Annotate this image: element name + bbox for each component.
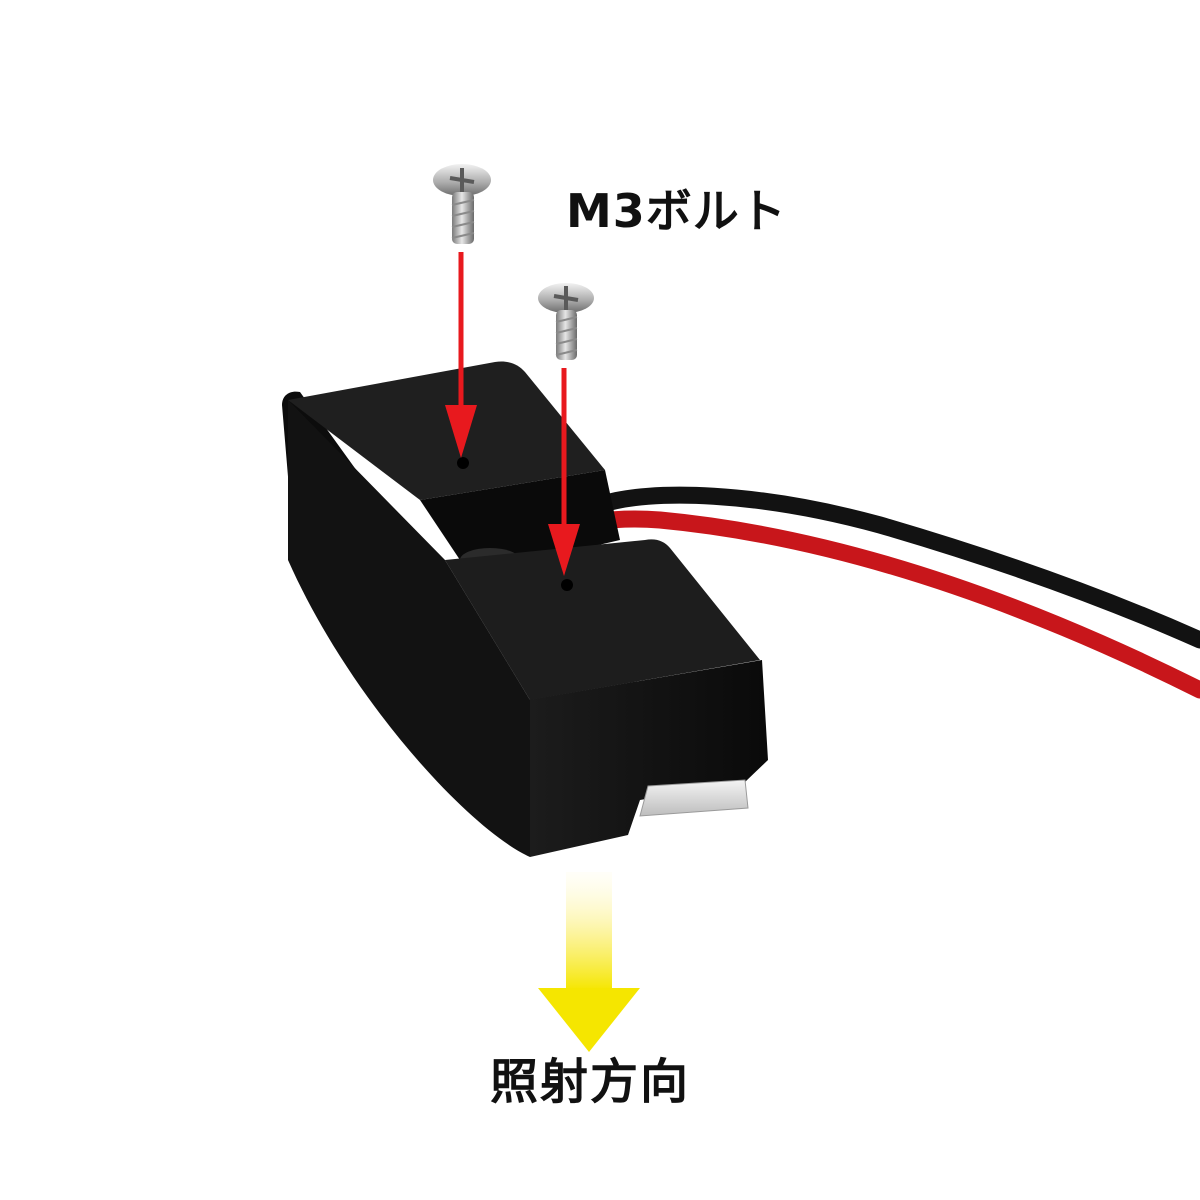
light-housing [282, 361, 768, 857]
screw-1 [433, 164, 491, 244]
black-wire [591, 486, 1200, 649]
direction-label: 照射方向 [490, 1054, 691, 1110]
screw-hole-front [561, 579, 573, 591]
housing-long-side [288, 400, 530, 857]
bolt-label: M3ボルト [566, 184, 787, 238]
housing-top-back [288, 361, 605, 500]
housing-top-front [445, 539, 760, 700]
lens [639, 779, 749, 817]
red-arrow-2 [548, 368, 580, 576]
light-direction-arrow [538, 872, 640, 1052]
screw-2 [538, 283, 594, 360]
red-arrow-1 [445, 252, 477, 458]
screw-hole-back [457, 457, 469, 469]
housing-front [528, 660, 768, 857]
